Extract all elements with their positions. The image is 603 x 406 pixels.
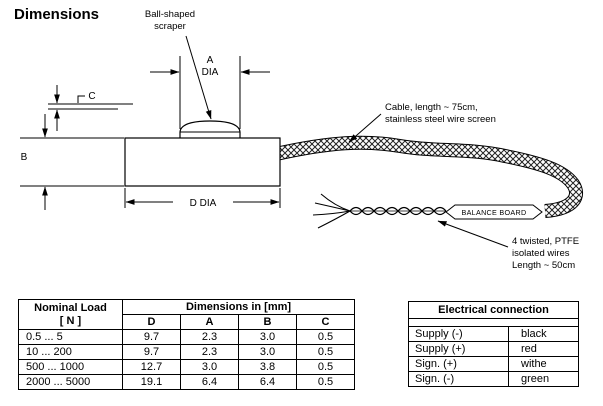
dim-d-value: 12.7: [122, 359, 181, 375]
dim-b-value: 3.0: [238, 329, 297, 345]
page-title: Dimensions: [14, 6, 100, 23]
col-header-d: D: [122, 314, 181, 330]
dim-d: [124, 188, 281, 208]
dim-b-value: 3.0: [238, 344, 297, 360]
load-table-row: 10 ... 200 9.7 2.3 3.0 0.5: [18, 344, 355, 360]
dim-a-value: 6.4: [180, 374, 239, 390]
dim-b-label: B: [21, 152, 28, 163]
dim-a-value: 2.3: [180, 344, 239, 360]
scraper-label-line1: Ball-shaped: [145, 9, 195, 20]
load-table-header-row2: D A B C: [19, 314, 355, 330]
electrical-connection-header: Electrical connection: [408, 301, 579, 319]
dim-a-value: 3.0: [180, 359, 239, 375]
dim-d-value: 19.1: [122, 374, 181, 390]
dim-a-label-line1: A: [207, 55, 214, 66]
load-dimensions-table: Nominal Load [ N ] Dimensions in [mm] D …: [18, 299, 355, 390]
wires-label-line2: isolated wires: [512, 248, 570, 259]
load-table-row: 500 ... 1000 12.7 3.0 3.8 0.5: [18, 359, 355, 375]
wire-frayed-ends: [312, 193, 351, 229]
wire-function-label: Sign. (-): [408, 371, 509, 387]
twisted-wires: [349, 206, 447, 216]
dimensions-header: Dimensions in [mm]: [122, 299, 355, 315]
load-table-row: 0.5 ... 5 9.7 2.3 3.0 0.5: [18, 329, 355, 345]
tables-area: Nominal Load [ N ] Dimensions in [mm] D …: [0, 299, 603, 406]
dim-c: [48, 85, 133, 131]
nominal-load-value: 500 ... 1000: [18, 359, 123, 375]
wire-color-value: black: [508, 326, 579, 342]
dim-d-label: D DIA: [190, 198, 217, 209]
dim-b-value: 3.8: [238, 359, 297, 375]
balance-board-tag: BALANCE BOARD: [445, 204, 543, 220]
elec-table-row: Sign. (-) green: [408, 371, 579, 387]
dim-d-value: 9.7: [122, 344, 181, 360]
nominal-load-header-line1: Nominal Load: [34, 301, 107, 314]
load-table-row: 2000 ... 5000 19.1 6.4 6.4 0.5: [18, 374, 355, 390]
balance-board-label: BALANCE BOARD: [461, 208, 526, 217]
wires-label-line3: Length ~ 50cm: [512, 260, 575, 271]
col-header-a: A: [180, 314, 239, 330]
col-header-b: B: [238, 314, 297, 330]
dim-c-label: C: [88, 91, 95, 102]
nominal-load-value: 2000 ... 5000: [18, 374, 123, 390]
dim-c-value: 0.5: [296, 344, 355, 360]
electrical-connection-table: Electrical connection Supply (-) black S…: [408, 301, 579, 387]
dim-a-label-line2: DIA: [202, 67, 219, 78]
load-table-header-row1: Nominal Load [ N ] Dimensions in [mm]: [18, 299, 355, 330]
elec-table-row: Supply (-) black: [408, 326, 579, 342]
cable-braid: [274, 135, 583, 218]
sensor-body: [124, 137, 281, 187]
cable-label-line2: stainless steel wire screen: [385, 114, 496, 125]
dim-a: [150, 56, 270, 129]
scraper-label-line2: scraper: [154, 21, 186, 32]
wire-color-value: withe: [508, 356, 579, 372]
elec-table-spacer-row: [408, 318, 579, 327]
dimension-drawing: BALANCE BOARD A DIA C: [20, 9, 583, 271]
dim-c-value: 0.5: [296, 374, 355, 390]
wires-leader-line: [437, 220, 509, 248]
dim-c-value: 0.5: [296, 359, 355, 375]
dim-d-value: 9.7: [122, 329, 181, 345]
nominal-load-header-line2: [ N ]: [59, 314, 82, 327]
wire-color-value: red: [508, 341, 579, 357]
wire-color-value: green: [508, 371, 579, 387]
elec-table-spacer: [408, 318, 579, 327]
ball-scraper-dome: [179, 120, 241, 138]
cable-leader-line: [348, 113, 382, 143]
cable-label-line1: Cable, length ~ 75cm,: [385, 102, 478, 113]
dim-a-value: 2.3: [180, 329, 239, 345]
dim-b-value: 6.4: [238, 374, 297, 390]
dim-c-value: 0.5: [296, 329, 355, 345]
elec-table-row: Supply (+) red: [408, 341, 579, 357]
nominal-load-value: 10 ... 200: [18, 344, 123, 360]
col-header-c: C: [296, 314, 355, 330]
nominal-load-header: Nominal Load [ N ]: [18, 299, 123, 330]
wires-label-line1: 4 twisted, PTFE: [512, 236, 579, 247]
scraper-leader-line: [185, 35, 212, 120]
wire-function-label: Supply (+): [408, 341, 509, 357]
nominal-load-value: 0.5 ... 5: [18, 329, 123, 345]
elec-table-row: Sign. (+) withe: [408, 356, 579, 372]
wire-function-label: Sign. (+): [408, 356, 509, 372]
elec-table-header-row: Electrical connection: [408, 301, 579, 319]
wire-function-label: Supply (-): [408, 326, 509, 342]
dim-b: [20, 114, 124, 210]
